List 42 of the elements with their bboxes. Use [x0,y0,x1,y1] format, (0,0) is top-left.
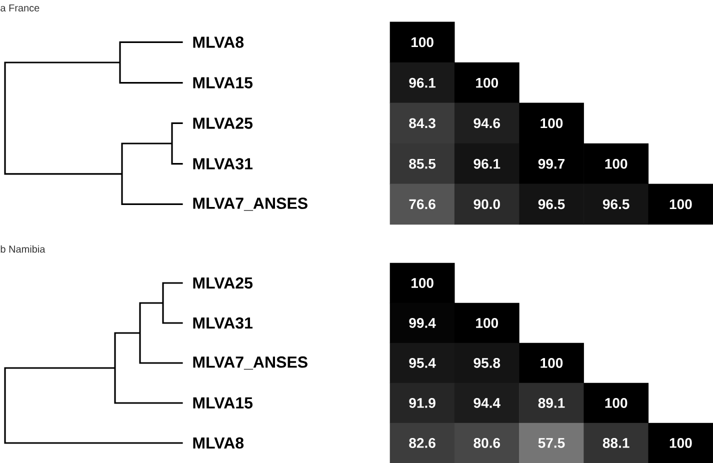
heatmap-cell: 76.6 [390,184,455,225]
heatmap-cell: 96.5 [584,184,649,225]
heatmap-cell: 100 [454,62,520,104]
panel-title: a France [0,4,40,12]
heatmap-cell: 80.6 [454,422,520,463]
heatmap-cell: 99.7 [519,143,584,184]
heatmap-cell: 91.9 [390,382,455,424]
heatmap-cell: 100 [390,22,455,63]
leaf-label: MLVA7_ANSES [193,356,308,370]
heatmap-cell: 96.1 [390,62,455,104]
heatmap-cell: 96.1 [454,143,520,184]
leaf-label: MLVA8 [193,36,244,48]
heatmap-cell: 89.1 [519,382,584,424]
leaf-label: MLVA15 [193,77,253,88]
leaf-label: MLVA15 [193,397,253,409]
heatmap-cell: 96.5 [519,184,584,225]
heatmap-cell: 100 [519,102,584,144]
heatmap-cell: 85.5 [390,143,455,184]
heatmap-cell: 94.6 [454,102,520,144]
heatmap-cell: 100 [390,262,455,304]
leaf-label: MLVA31 [193,317,253,329]
heatmap-cell: 94.4 [454,382,520,424]
heatmap-cell: 95.4 [390,342,455,384]
heatmap-cell: 100 [584,382,649,424]
heatmap-cell: 95.8 [454,342,520,384]
heatmap-cell: 100 [519,342,584,384]
leaf-label: MLVA25 [193,118,253,129]
heatmap-cell: 82.6 [390,422,455,463]
heatmap-cell: 100 [648,184,713,225]
leaf-label: MLVA7_ANSES [193,198,308,211]
heatmap-cell: 90.0 [454,184,520,225]
leaf-label: MLVA8 [193,437,244,449]
leaf-label: MLVA25 [193,277,253,289]
heatmap-cell: 100 [648,422,713,463]
heatmap-cell: 99.4 [390,302,455,344]
heatmap-cell: 100 [584,143,649,184]
heatmap-cell: 88.1 [584,422,649,463]
heatmap-cell: 57.5 [519,422,584,463]
panel-title: b Namibia [0,245,46,253]
heatmap-cell: 100 [454,302,520,344]
heatmap-cell: 84.3 [390,102,455,144]
leaf-label: MLVA31 [193,158,253,170]
